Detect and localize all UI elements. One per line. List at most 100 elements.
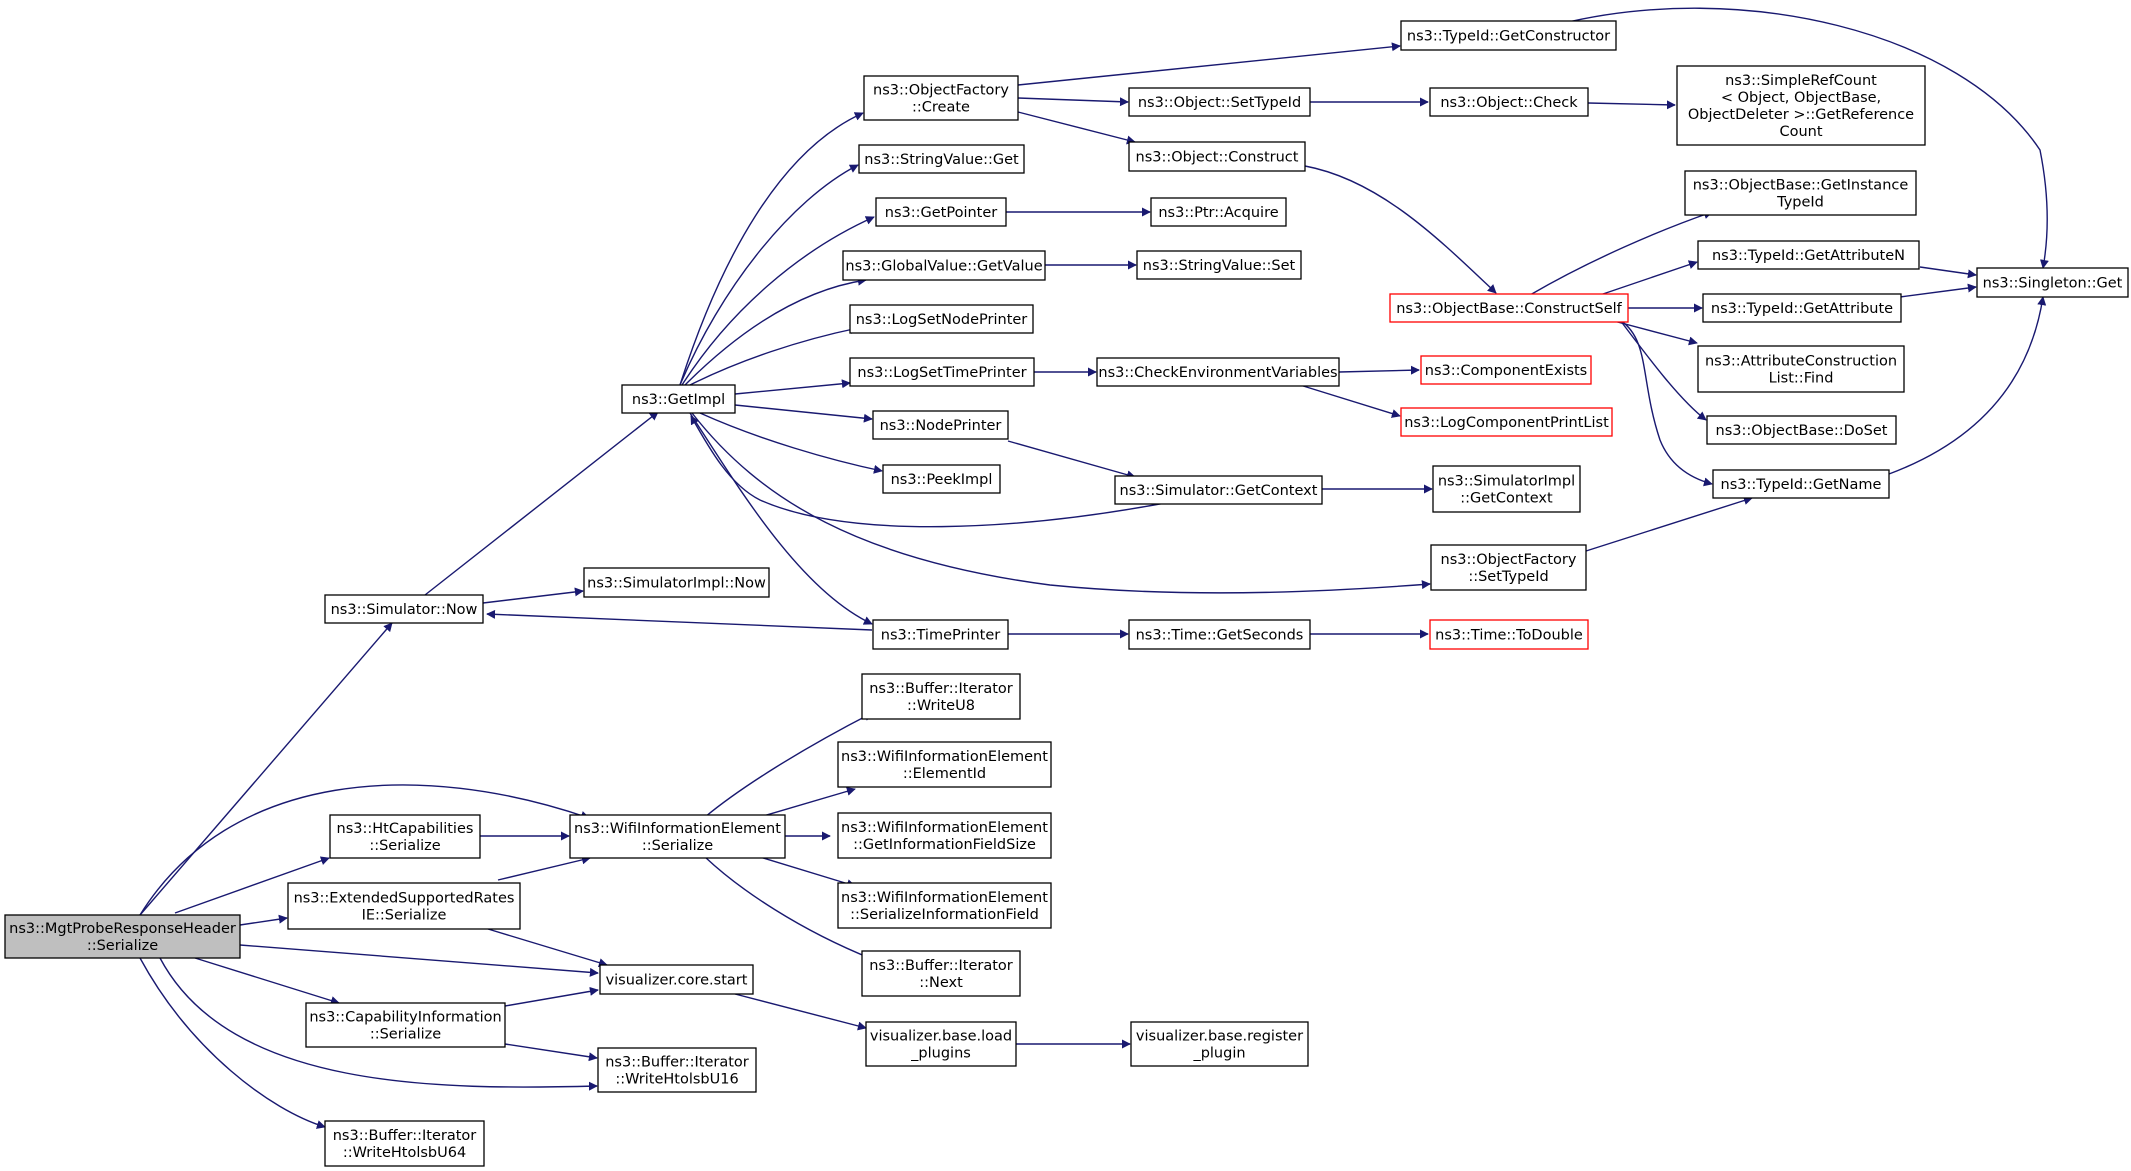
node-box-whu16[interactable] [597,1047,757,1093]
node-box-vreg[interactable] [1130,1021,1309,1067]
node-doset[interactable]: ns3::ObjectBase::DoSet [1706,415,1897,445]
node-nodeprinter[interactable]: ns3::NodePrinter [872,410,1009,440]
node-refcount[interactable]: ns3::SimpleRefCount< Object, ObjectBase,… [1676,65,1926,146]
node-ofcreate[interactable]: ns3::ObjectFactory::Create [863,75,1019,121]
node-simimplnow[interactable]: ns3::SimulatorImpl::Now [583,567,770,598]
node-getctor[interactable]: ns3::TypeId::GetConstructor [1400,20,1617,51]
node-peekimpl[interactable]: ns3::PeekImpl [882,464,1001,494]
node-box-compexists[interactable] [1420,355,1592,385]
node-box-objsettid[interactable] [1128,87,1311,117]
node-box-getctor[interactable] [1400,20,1617,51]
node-root[interactable]: ns3::MgtProbeResponseHeader::Serialize [4,914,241,959]
node-getseconds[interactable]: ns3::Time::GetSeconds [1128,619,1311,650]
node-getimpl[interactable]: ns3::GetImpl [621,384,736,414]
node-next[interactable]: ns3::Buffer::Iterator::Next [861,950,1021,997]
node-box-nodeprinter[interactable] [872,410,1009,440]
node-logcpl[interactable]: ns3::LogComponentPrintList [1400,407,1613,437]
node-box-getattr[interactable] [1702,293,1902,323]
node-box-getifs[interactable] [837,812,1052,859]
node-box-checkenv[interactable] [1096,357,1340,387]
node-box-ofcreate[interactable] [863,75,1019,121]
node-writeu8[interactable]: ns3::Buffer::Iterator::WriteU8 [861,673,1021,720]
node-box-getattrn[interactable] [1697,240,1920,270]
node-checkenv[interactable]: ns3::CheckEnvironmentVariables [1096,357,1340,387]
node-box-writeu8[interactable] [861,673,1021,720]
node-serif[interactable]: ns3::WifiInformationElement::SerializeIn… [837,882,1052,929]
node-strget[interactable]: ns3::StringValue::Get [858,144,1025,174]
node-constructself[interactable]: ns3::ObjectBase::ConstructSelf [1389,293,1629,323]
node-box-lognode[interactable] [849,304,1034,334]
node-singleton[interactable]: ns3::Singleton::Get [1976,267,2129,298]
node-box-peekimpl[interactable] [882,464,1001,494]
node-ptracq[interactable]: ns3::Ptr::Acquire [1150,197,1287,227]
node-objconstruct[interactable]: ns3::Object::Construct [1128,141,1306,172]
node-box-timeprinter[interactable] [872,619,1009,650]
node-box-refcount[interactable] [1676,65,1926,146]
node-objcheck[interactable]: ns3::Object::Check [1429,87,1589,117]
node-box-capinfo[interactable] [305,1002,506,1048]
node-box-simimplnow[interactable] [583,567,770,598]
node-box-simimplctx[interactable] [1432,465,1581,513]
node-box-wieser[interactable] [569,814,786,859]
node-box-acfind[interactable] [1697,345,1905,393]
node-htcap[interactable]: ns3::HtCapabilities::Serialize [329,814,481,859]
node-box-logtime[interactable] [849,357,1035,387]
node-vstart[interactable]: visualizer.core.start [599,964,754,995]
node-getcontext[interactable]: ns3::Simulator::GetContext [1114,475,1323,505]
node-objsettid[interactable]: ns3::Object::SetTypeId [1128,87,1311,117]
node-box-getname[interactable] [1712,469,1890,499]
node-getname[interactable]: ns3::TypeId::GetName [1712,469,1890,499]
node-box-vstart[interactable] [599,964,754,995]
node-todouble[interactable]: ns3::Time::ToDouble [1429,619,1589,650]
node-box-getptr[interactable] [875,197,1007,227]
node-elemid[interactable]: ns3::WifiInformationElement::ElementId [837,741,1052,788]
node-getptr[interactable]: ns3::GetPointer [875,197,1007,227]
node-box-elemid[interactable] [837,741,1052,788]
node-box-strset[interactable] [1136,250,1302,280]
node-box-doset[interactable] [1706,415,1897,445]
node-box-simnow[interactable] [324,594,484,624]
node-compexists[interactable]: ns3::ComponentExists [1420,355,1592,385]
node-box-getseconds[interactable] [1128,619,1311,650]
node-getattrn[interactable]: ns3::TypeId::GetAttributeN [1697,240,1920,270]
node-box-constructself[interactable] [1389,293,1629,323]
node-timeprinter[interactable]: ns3::TimePrinter [872,619,1009,650]
node-box-getinsttid[interactable] [1684,170,1917,216]
node-box-vload[interactable] [865,1021,1017,1067]
node-box-extsup[interactable] [287,882,521,930]
node-vload[interactable]: visualizer.base.load_plugins [865,1021,1017,1067]
node-gvget[interactable]: ns3::GlobalValue::GetValue [842,250,1046,281]
node-box-getcontext[interactable] [1114,475,1323,505]
node-ofsettid[interactable]: ns3::ObjectFactory::SetTypeId [1430,544,1587,591]
node-getifs[interactable]: ns3::WifiInformationElement::GetInformat… [837,812,1052,859]
node-simimplctx[interactable]: ns3::SimulatorImpl::GetContext [1432,465,1581,513]
node-whu64[interactable]: ns3::Buffer::Iterator::WriteHtolsbU64 [324,1120,485,1167]
node-box-todouble[interactable] [1429,619,1589,650]
node-capinfo[interactable]: ns3::CapabilityInformation::Serialize [305,1002,506,1048]
node-box-singleton[interactable] [1976,267,2129,298]
node-box-ofsettid[interactable] [1430,544,1587,591]
node-box-gvget[interactable] [842,250,1046,281]
node-wieser[interactable]: ns3::WifiInformationElement::Serialize [569,814,786,859]
node-box-htcap[interactable] [329,814,481,859]
node-box-whu64[interactable] [324,1120,485,1167]
node-getattr[interactable]: ns3::TypeId::GetAttribute [1702,293,1902,323]
node-box-strget[interactable] [858,144,1025,174]
node-vreg[interactable]: visualizer.base.register_plugin [1130,1021,1309,1067]
node-logtime[interactable]: ns3::LogSetTimePrinter [849,357,1035,387]
node-whu16[interactable]: ns3::Buffer::Iterator::WriteHtolsbU16 [597,1047,757,1093]
node-box-ptracq[interactable] [1150,197,1287,227]
node-simnow[interactable]: ns3::Simulator::Now [324,594,484,624]
node-box-getimpl[interactable] [621,384,736,414]
node-box-next[interactable] [861,950,1021,997]
node-lognode[interactable]: ns3::LogSetNodePrinter [849,304,1034,334]
node-box-logcpl[interactable] [1400,407,1613,437]
node-box-objconstruct[interactable] [1128,141,1306,172]
node-box-serif[interactable] [837,882,1052,929]
node-box-root[interactable] [4,914,241,959]
node-strset[interactable]: ns3::StringValue::Set [1136,250,1302,280]
node-box-objcheck[interactable] [1429,87,1589,117]
